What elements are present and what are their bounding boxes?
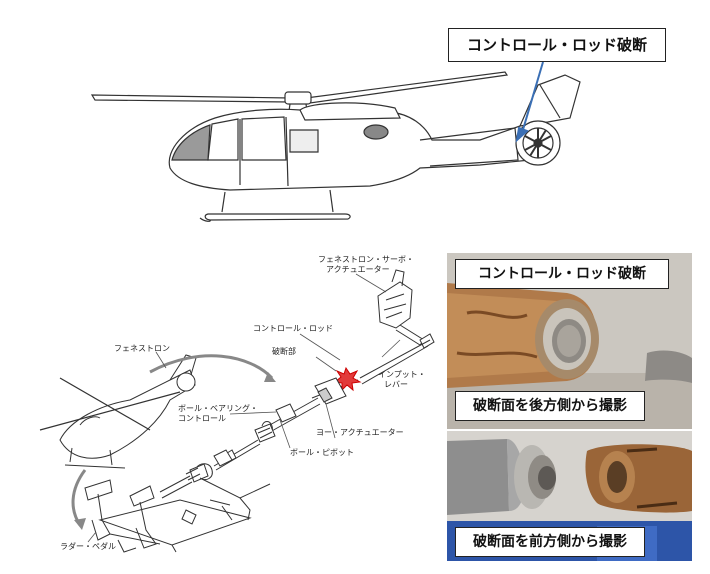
- label-ball-pivot: ボール・ピボット: [290, 448, 354, 457]
- photo-top-title-box: コントロール・ロッド破断: [455, 259, 669, 289]
- label-yaw-actuator: ヨー・アクチュエーター: [316, 428, 404, 437]
- photo-top-caption: 破断面を後方側から撮影: [473, 398, 627, 414]
- photo-fracture-front-view: 破断面を前方側から撮影: [447, 431, 692, 561]
- label-ball-bearing-control: ボール・ベアリング・ コントロール: [178, 404, 258, 423]
- photo-bottom-caption-box: 破断面を前方側から撮影: [455, 527, 645, 557]
- label-fracture-point: 破断部: [272, 347, 296, 356]
- top-callout-box: コントロール・ロッド破断: [448, 28, 666, 62]
- label-fenestron-servo: フェネストロン・サーボ・ アクチュエーター: [318, 255, 414, 274]
- photo-top-title: コントロール・ロッド破断: [478, 266, 646, 282]
- photo-fracture-rear-view: コントロール・ロッド破断 破断面を後方側から撮影: [447, 253, 692, 429]
- label-input-lever: インプット・ レバー: [378, 370, 426, 389]
- photo-top-caption-box: 破断面を後方側から撮影: [455, 391, 645, 421]
- label-rudder-pedal: ラダー・ペダル: [60, 542, 116, 551]
- top-callout-text: コントロール・ロッド破断: [466, 35, 647, 54]
- label-fenestron: フェネストロン: [114, 344, 170, 353]
- label-control-rod: コントロール・ロッド: [253, 324, 333, 333]
- photo-bottom-caption: 破断面を前方側から撮影: [473, 534, 627, 550]
- helicopter-side-view: [90, 61, 581, 222]
